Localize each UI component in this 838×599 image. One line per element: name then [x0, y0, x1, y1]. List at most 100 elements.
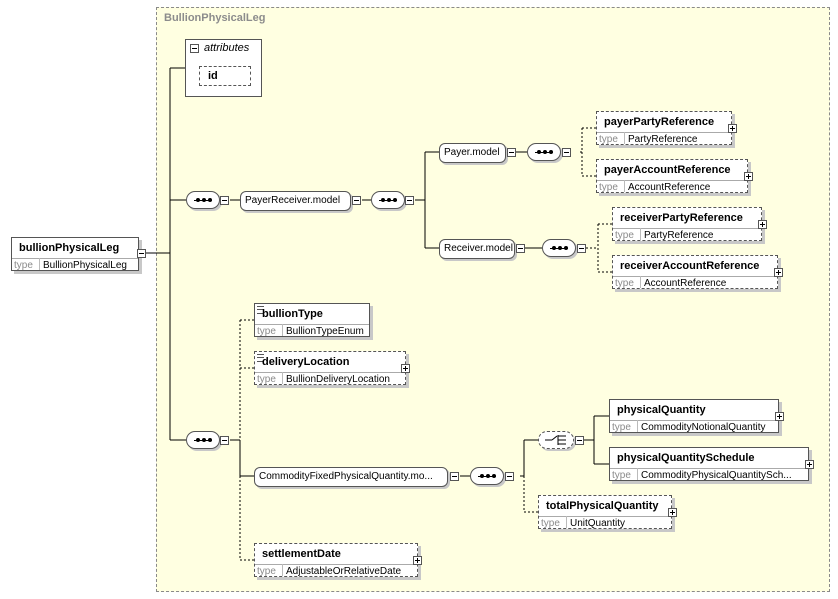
expand-toggle[interactable] — [728, 124, 737, 133]
element-name: payerPartyReference — [604, 116, 715, 128]
element-type: BullionDeliveryLocation — [286, 374, 390, 385]
collapse-toggle[interactable] — [507, 148, 516, 157]
attributes-title: attributes — [204, 42, 250, 54]
collapse-toggle[interactable] — [575, 436, 584, 445]
separator — [640, 276, 641, 288]
element-type: CommodityNotionalQuantity — [641, 422, 766, 433]
sequence-compositor — [527, 143, 561, 161]
compositor-mark — [552, 246, 556, 250]
element-settlement-date[interactable]: settlementDate type AdjustableOrRelative… — [254, 543, 418, 577]
element-name: totalPhysicalQuantity — [546, 500, 659, 512]
element-name: deliveryLocation — [262, 356, 350, 368]
collapse-toggle[interactable] — [190, 44, 199, 53]
compositor-mark — [486, 474, 490, 478]
separator — [613, 228, 761, 229]
collapse-toggle[interactable] — [450, 472, 459, 481]
element-name: receiverAccountReference — [620, 260, 760, 272]
collapse-toggle[interactable] — [137, 249, 146, 258]
element-name: physicalQuantity — [617, 404, 706, 416]
element-name: physicalQuantitySchedule — [617, 452, 755, 464]
compositor-mark — [549, 150, 553, 154]
expand-toggle[interactable] — [805, 460, 814, 469]
type-label: type — [257, 326, 276, 337]
expand-toggle[interactable] — [758, 220, 767, 229]
type-label: type — [14, 260, 33, 271]
attribute-id[interactable]: id — [199, 66, 251, 86]
sequence-compositor — [542, 239, 576, 257]
expand-toggle[interactable] — [668, 508, 677, 517]
element-type: AdjustableOrRelativeDate — [286, 566, 402, 577]
payer-model[interactable]: Payer.model — [439, 143, 506, 163]
collapse-toggle[interactable] — [220, 196, 229, 205]
type-label: type — [612, 422, 631, 433]
separator — [255, 372, 405, 373]
element-name: settlementDate — [262, 548, 341, 560]
separator — [282, 324, 283, 336]
element-total-physical-quantity[interactable]: totalPhysicalQuantity type UnitQuantity — [538, 495, 672, 529]
root-element[interactable]: bullionPhysicalLeg type BullionPhysicalL… — [11, 237, 139, 271]
separator — [610, 468, 808, 469]
collapse-toggle[interactable] — [405, 196, 414, 205]
collapse-toggle[interactable] — [352, 196, 361, 205]
collapse-toggle[interactable] — [577, 244, 586, 253]
expand-toggle[interactable] — [413, 556, 422, 565]
commodity-fixed-physical-quantity-model[interactable]: CommodityFixedPhysicalQuantity.mo... — [254, 467, 448, 487]
separator — [637, 420, 638, 432]
element-name: bullionType — [262, 308, 323, 320]
separator — [255, 564, 417, 565]
receiver-model[interactable]: Receiver.model — [439, 239, 515, 259]
expand-toggle[interactable] — [744, 172, 753, 181]
expand-toggle[interactable] — [775, 412, 784, 421]
expand-toggle[interactable] — [401, 364, 410, 373]
type-label: type — [599, 134, 618, 145]
type-label: type — [257, 566, 276, 577]
separator — [282, 372, 283, 384]
element-type: BullionTypeEnum — [286, 326, 364, 337]
element-receiver-party-reference[interactable]: receiverPartyReference type PartyReferen… — [612, 207, 762, 241]
documentation-icon — [257, 306, 264, 314]
separator — [39, 258, 40, 270]
compositor-mark — [393, 198, 397, 202]
element-payer-account-reference[interactable]: payerAccountReference type AccountRefere… — [596, 159, 748, 193]
collapse-toggle[interactable] — [562, 148, 571, 157]
element-physical-quantity-schedule[interactable]: physicalQuantitySchedule type CommodityP… — [609, 447, 809, 481]
element-bullion-type[interactable]: bullionType type BullionTypeEnum — [254, 303, 370, 337]
type-label: type — [612, 470, 631, 481]
element-type: PartyReference — [644, 230, 714, 241]
separator — [566, 516, 567, 528]
separator — [637, 468, 638, 480]
compositor-mark — [208, 438, 212, 442]
separator — [624, 180, 625, 192]
element-type: AccountReference — [644, 278, 727, 289]
separator — [640, 228, 641, 240]
compositor-mark — [387, 198, 391, 202]
expand-toggle[interactable] — [774, 268, 783, 277]
collapse-toggle[interactable] — [220, 436, 229, 445]
collapse-toggle[interactable] — [505, 472, 514, 481]
element-payer-party-reference[interactable]: payerPartyReference type PartyReference — [596, 111, 732, 145]
choice-compositor — [538, 431, 574, 449]
compositor-mark — [480, 474, 484, 478]
separator — [255, 324, 369, 325]
compositor-mark — [196, 198, 200, 202]
element-type: UnitQuantity — [570, 518, 626, 529]
group-title: BullionPhysicalLeg — [164, 12, 266, 24]
compositor-mark — [543, 150, 547, 154]
sequence-compositor — [186, 191, 220, 209]
element-delivery-location[interactable]: deliveryLocation type BullionDeliveryLoc… — [254, 351, 406, 385]
separator — [610, 420, 778, 421]
sequence-compositor — [186, 431, 220, 449]
compositor-mark — [202, 198, 206, 202]
element-name: receiverPartyReference — [620, 212, 743, 224]
compositor-mark — [381, 198, 385, 202]
collapse-toggle[interactable] — [516, 244, 525, 253]
payer-receiver-model[interactable]: PayerReceiver.model — [240, 191, 351, 211]
element-physical-quantity[interactable]: physicalQuantity type CommodityNotionalQ… — [609, 399, 779, 433]
type-label: type — [599, 182, 618, 193]
separator — [597, 180, 747, 181]
element-type: BullionPhysicalLeg — [43, 260, 127, 271]
type-label: type — [615, 278, 634, 289]
element-receiver-account-reference[interactable]: receiverAccountReference type AccountRef… — [612, 255, 778, 289]
type-label: type — [541, 518, 560, 529]
